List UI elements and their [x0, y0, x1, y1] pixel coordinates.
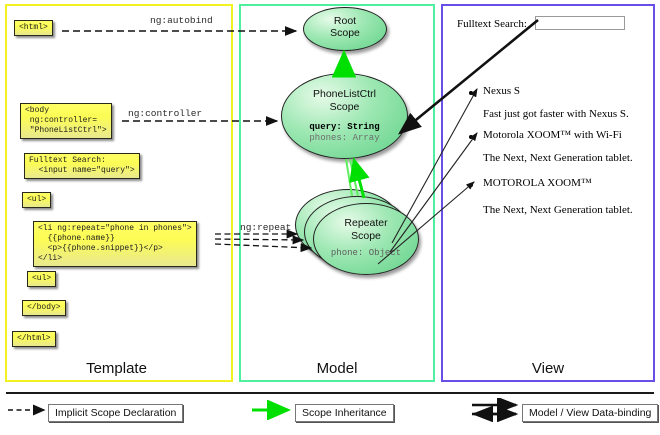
code-box-li-repeat: <li ng:repeat="phone in phones"> {{phone…: [33, 221, 197, 267]
code-box-html-close: </html>: [12, 331, 56, 347]
panel-label-template: Template: [86, 360, 147, 377]
ctrl-scope-title-1: PhoneListCtrl: [312, 88, 377, 100]
view-content: Fulltext Search: Nexus S Fast just got f…: [441, 4, 655, 382]
view-item-desc: The Next, Next Generation tablet.: [483, 152, 633, 164]
root-scope-title-1: Root: [333, 15, 357, 27]
panel-label-model: Model: [316, 360, 358, 377]
repeater-scope-title-1: Repeater: [344, 217, 388, 229]
panel-label-view: View: [531, 360, 565, 377]
repeater-scope-var-phone: phone: Object: [330, 248, 402, 258]
ctrl-scope-title-2: Scope: [329, 100, 360, 113]
view-item-name: Nexus S: [483, 85, 520, 97]
legend-icon-dashed-arrow: [8, 404, 46, 416]
view-item-name: Motorola XOOM™ with Wi-Fi: [483, 129, 622, 141]
edge-label-repeat: ng:repeat: [240, 222, 292, 233]
view-item-desc: The Next, Next Generation tablet.: [483, 204, 633, 216]
view-item-name: MOTOROLA XOOM™: [483, 177, 592, 189]
view-search-input[interactable]: [535, 16, 625, 30]
view-item-desc: Fast just got faster with Nexus S.: [483, 108, 629, 120]
code-box-search: Fulltext Search: <input name="query">: [24, 153, 140, 179]
legend-label-data-binding: Model / View Data-binding: [522, 404, 659, 422]
legend: Implicit Scope Declaration Scope Inherit…: [0, 392, 660, 435]
edge-label-autobind: ng:autobind: [150, 15, 213, 26]
bullet-icon: [469, 183, 473, 187]
edge-label-controller: ng:controller: [128, 108, 203, 119]
root-scope-node: Root Scope: [303, 7, 387, 51]
code-box-body-open: <body ng:controller= "PhoneListCtrl">: [20, 103, 112, 139]
code-box-ul-open: <ul>: [22, 192, 52, 208]
code-box-html-open: <html>: [14, 20, 53, 36]
repeater-scope-node: Repeater Scope phone: Object: [313, 203, 419, 275]
view-fulltext-label: Fulltext Search:: [457, 18, 527, 30]
bullet-icon: [469, 91, 473, 95]
legend-icon-double-arrow: [471, 398, 519, 422]
legend-divider: [6, 392, 654, 394]
bullet-icon: [469, 135, 473, 139]
repeater-scope-title-2: Scope: [351, 229, 381, 242]
legend-label-implicit-scope: Implicit Scope Declaration: [48, 404, 184, 422]
phonelistctrl-scope-node: PhoneListCtrl Scope query: String phones…: [281, 73, 408, 159]
ctrl-scope-var-phones: phones: Array: [309, 133, 380, 143]
root-scope-title-2: Scope: [330, 27, 360, 39]
legend-label-scope-inheritance: Scope Inheritance: [295, 404, 394, 422]
ctrl-scope-var-query: query: String: [309, 122, 380, 132]
code-box-body-close: </body>: [22, 300, 66, 316]
legend-icon-green-arrow: [252, 400, 291, 420]
code-box-ul-close: <ul>: [27, 271, 57, 287]
